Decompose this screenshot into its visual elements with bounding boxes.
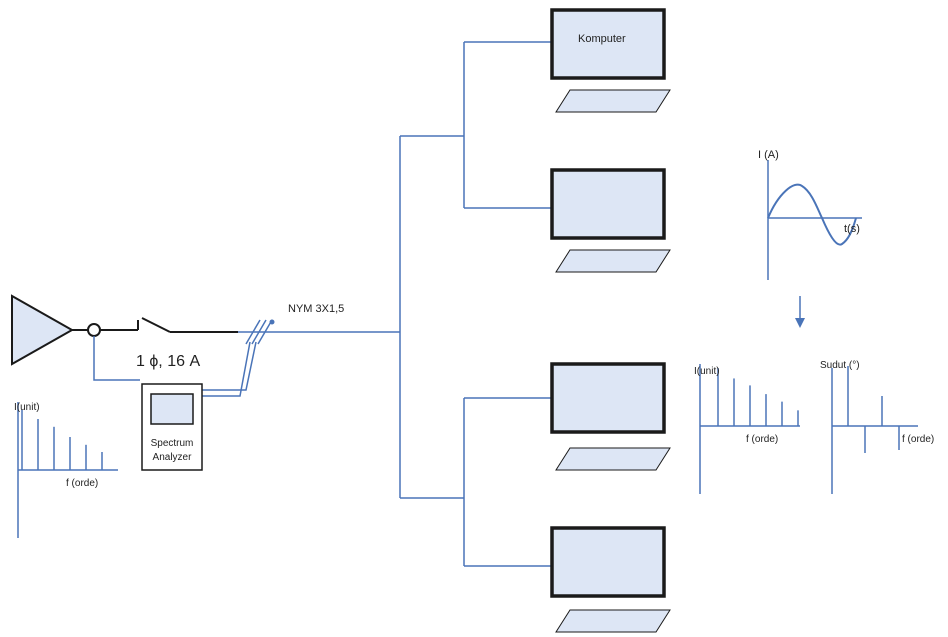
computer-3 xyxy=(550,362,671,471)
computer-1 xyxy=(550,8,671,113)
left-spectrum-bars xyxy=(21,410,103,470)
computer-monitor-icon xyxy=(550,8,666,80)
keyboard-icon xyxy=(555,89,671,113)
analyzer-label-line1: Spectrum xyxy=(151,438,194,449)
phase-spectrum-x-label: f (orde) xyxy=(902,434,934,445)
down-arrow-icon xyxy=(795,296,805,328)
current-sine-wave xyxy=(767,183,857,246)
measurement-wires xyxy=(93,336,257,397)
cable-junction-dot xyxy=(269,319,275,325)
magnitude-spectrum-x-label: f (orde) xyxy=(746,434,778,445)
source-triangle-icon xyxy=(11,294,75,366)
phase-spectrum-axes xyxy=(831,368,918,494)
phase-spectrum-bars xyxy=(847,366,900,453)
distribution-bus xyxy=(272,41,552,567)
current-sensor-node xyxy=(87,323,101,337)
cable-type-label: NYM 3X1,5 xyxy=(288,303,344,315)
computer-label: Komputer xyxy=(578,33,626,45)
computer-monitor-icon xyxy=(550,168,666,240)
phase-spectrum-y-label: Sudut (°) xyxy=(820,360,860,371)
keyboard-icon xyxy=(555,249,671,273)
computer-monitor-icon xyxy=(550,526,666,598)
left-spectrum-x-label: f (orde) xyxy=(66,478,98,489)
left-spectrum-y-label: I(unit) xyxy=(14,402,40,413)
keyboard-icon xyxy=(555,447,671,471)
left-spectrum-axes xyxy=(17,402,118,538)
breaker-switch-icon xyxy=(100,317,238,333)
waveform-axes xyxy=(767,160,862,280)
waveform-y-label: I (A) xyxy=(758,149,779,161)
analyzer-label-line2: Analyzer xyxy=(153,452,193,463)
computer-4 xyxy=(550,526,671,633)
spectrum-analyzer xyxy=(141,383,203,471)
computer-monitor-icon xyxy=(550,362,666,434)
breaker-rating-label: 1 ϕ, 16 A xyxy=(136,353,200,370)
cable-hash-marks xyxy=(238,319,273,345)
keyboard-icon xyxy=(555,609,671,633)
magnitude-spectrum-bars xyxy=(717,368,799,426)
computer-2 xyxy=(550,168,671,273)
magnitude-spectrum-y-label: I(unit) xyxy=(694,366,720,377)
magnitude-spectrum-axes xyxy=(699,364,800,494)
waveform-x-label: t(s) xyxy=(844,223,860,235)
